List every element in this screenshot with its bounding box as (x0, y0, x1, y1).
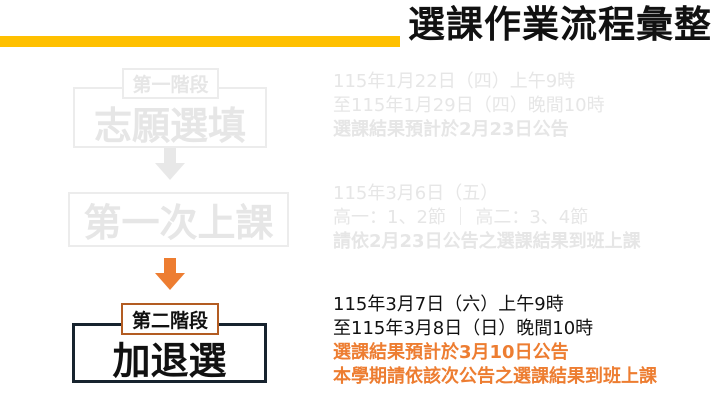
detail-line: 高一：1、2節 ｜ 高二：3、4節 (333, 207, 589, 228)
detail-line-highlight: 本學期請依該次公告之選課結果到班上課 (333, 366, 657, 387)
page-title: 選課作業流程彙整 (408, 3, 712, 46)
title-underline-bar (0, 36, 400, 47)
arrow-down-icon (155, 148, 185, 180)
stage-details-first-class: 115年3月6日（五） 高一：1、2節 ｜ 高二：3、4節 請依2月23日公告之… (333, 182, 641, 254)
stage-title: 加退選 (112, 338, 227, 383)
detail-line: 115年3月6日（五） (333, 183, 499, 204)
stage-details-add-drop: 115年3月7日（六）上午9時 至115年3月8日（日）晚間10時 選課結果預計… (333, 293, 657, 389)
detail-line: 115年3月7日（六）上午9時 (333, 294, 564, 315)
stage-title: 第一次上課 (83, 201, 274, 245)
stage-box-first-class: 第一次上課 (68, 192, 289, 247)
detail-line: 115年1月22日（四）上午9時 (333, 71, 576, 92)
detail-line: 至115年1月29日（四）晚間10時 (333, 95, 605, 116)
detail-line-highlight: 選課結果預計於3月10日公告 (333, 342, 569, 363)
stage-label-first-phase: 第一階段 (122, 68, 219, 99)
stage-label-second-phase: 第二階段 (121, 303, 219, 335)
stage-details-course-preference: 115年1月22日（四）上午9時 至115年1月29日（四）晚間10時 選課結果… (333, 70, 605, 142)
stage-title: 志願選填 (93, 104, 246, 148)
arrow-down-icon (155, 258, 185, 290)
detail-line: 請依2月23日公告之選課結果到班上課 (333, 231, 641, 252)
detail-line: 至115年3月8日（日）晚間10時 (333, 318, 594, 339)
detail-line: 選課結果預計於2月23日公告 (333, 119, 569, 140)
